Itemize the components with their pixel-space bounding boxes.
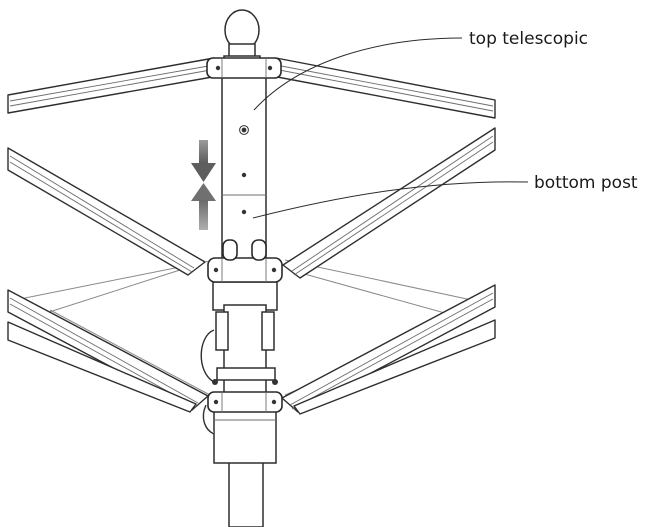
lower-hub <box>207 391 283 413</box>
down-arrow-icon <box>191 140 216 182</box>
top-telescopic-leader-line <box>253 37 463 111</box>
telescopic-mast <box>221 69 267 271</box>
middle-roof-frame <box>7 127 496 279</box>
bottom-mast <box>213 404 277 527</box>
bottom-post-label: bottom post <box>534 173 638 193</box>
up-arrow-icon <box>191 183 216 230</box>
top-hub <box>206 57 282 79</box>
middle-hub <box>207 239 283 283</box>
middle-sleeve <box>200 281 278 435</box>
finial-knob <box>223 9 261 65</box>
bottom-post-leader-line <box>252 181 529 219</box>
lower-roof-frame <box>7 284 496 415</box>
top-telescopic-label: top telescopic <box>469 29 588 49</box>
